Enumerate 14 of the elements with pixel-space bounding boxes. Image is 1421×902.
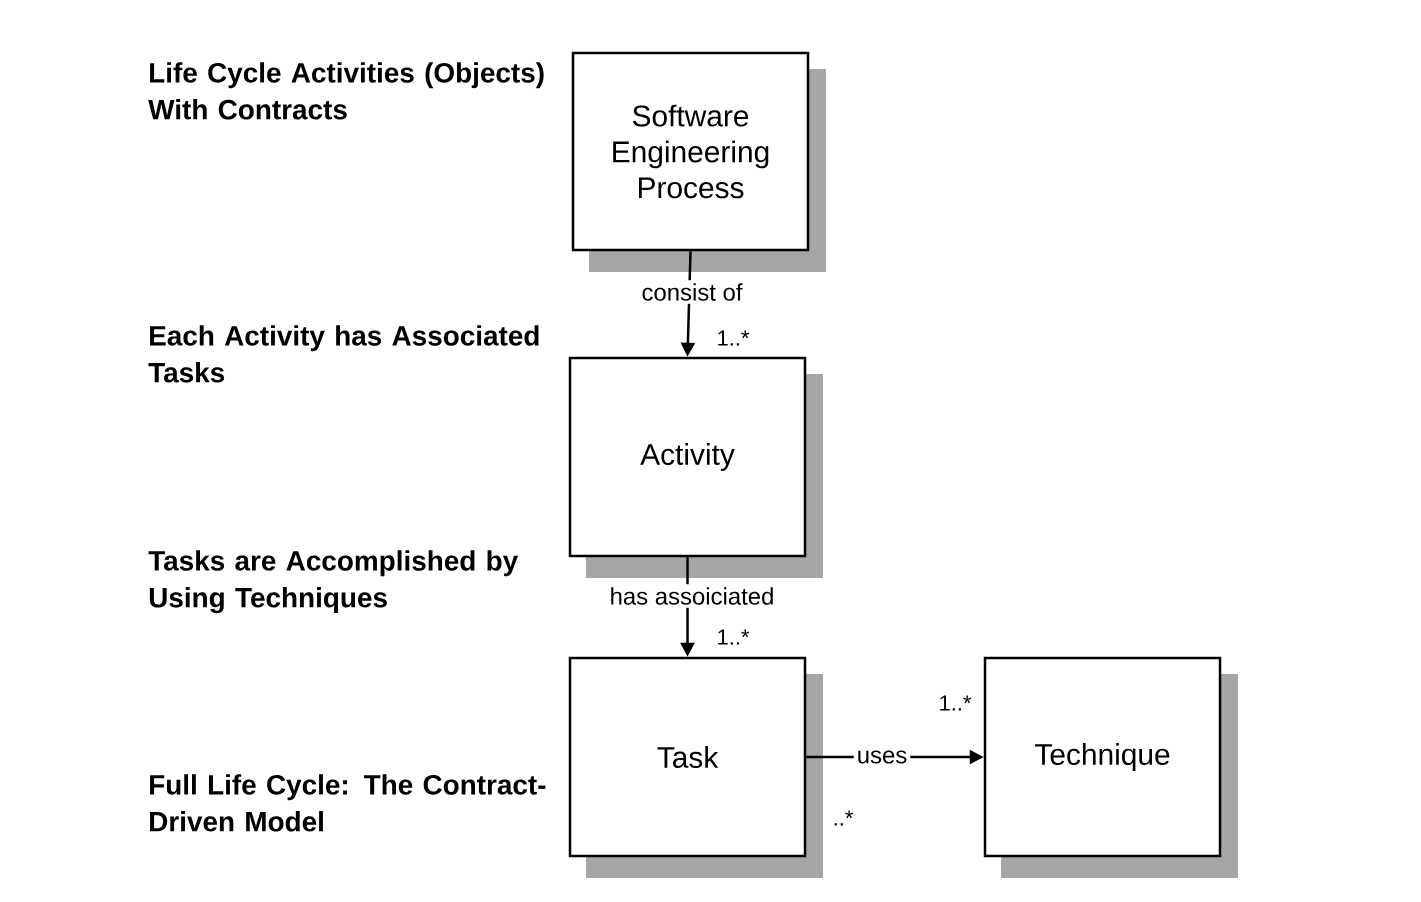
- multiplicity: 1..*: [940, 695, 972, 711]
- note: Each Activity has Associated Tasks: [148, 325, 539, 383]
- class-box: Task: [568, 656, 823, 878]
- multiplicity: 1..*: [718, 330, 750, 346]
- multiplicity: 1..*: [718, 629, 750, 645]
- edge-label: uses: [858, 750, 907, 764]
- edge-label: consist of: [642, 283, 743, 301]
- note: Full Life Cycle: The Contract-Driven Model: [150, 774, 546, 832]
- note: Life Cycle Activities (Objects) With Contracts: [148, 62, 544, 120]
- edge-label: has assoiciated: [611, 587, 773, 605]
- class-box: Software Engineering Process: [571, 51, 826, 272]
- note: Tasks are Accomplished by Using Techniques: [148, 550, 519, 614]
- class-box: Activity: [568, 356, 823, 578]
- class-box: Technique: [983, 656, 1238, 878]
